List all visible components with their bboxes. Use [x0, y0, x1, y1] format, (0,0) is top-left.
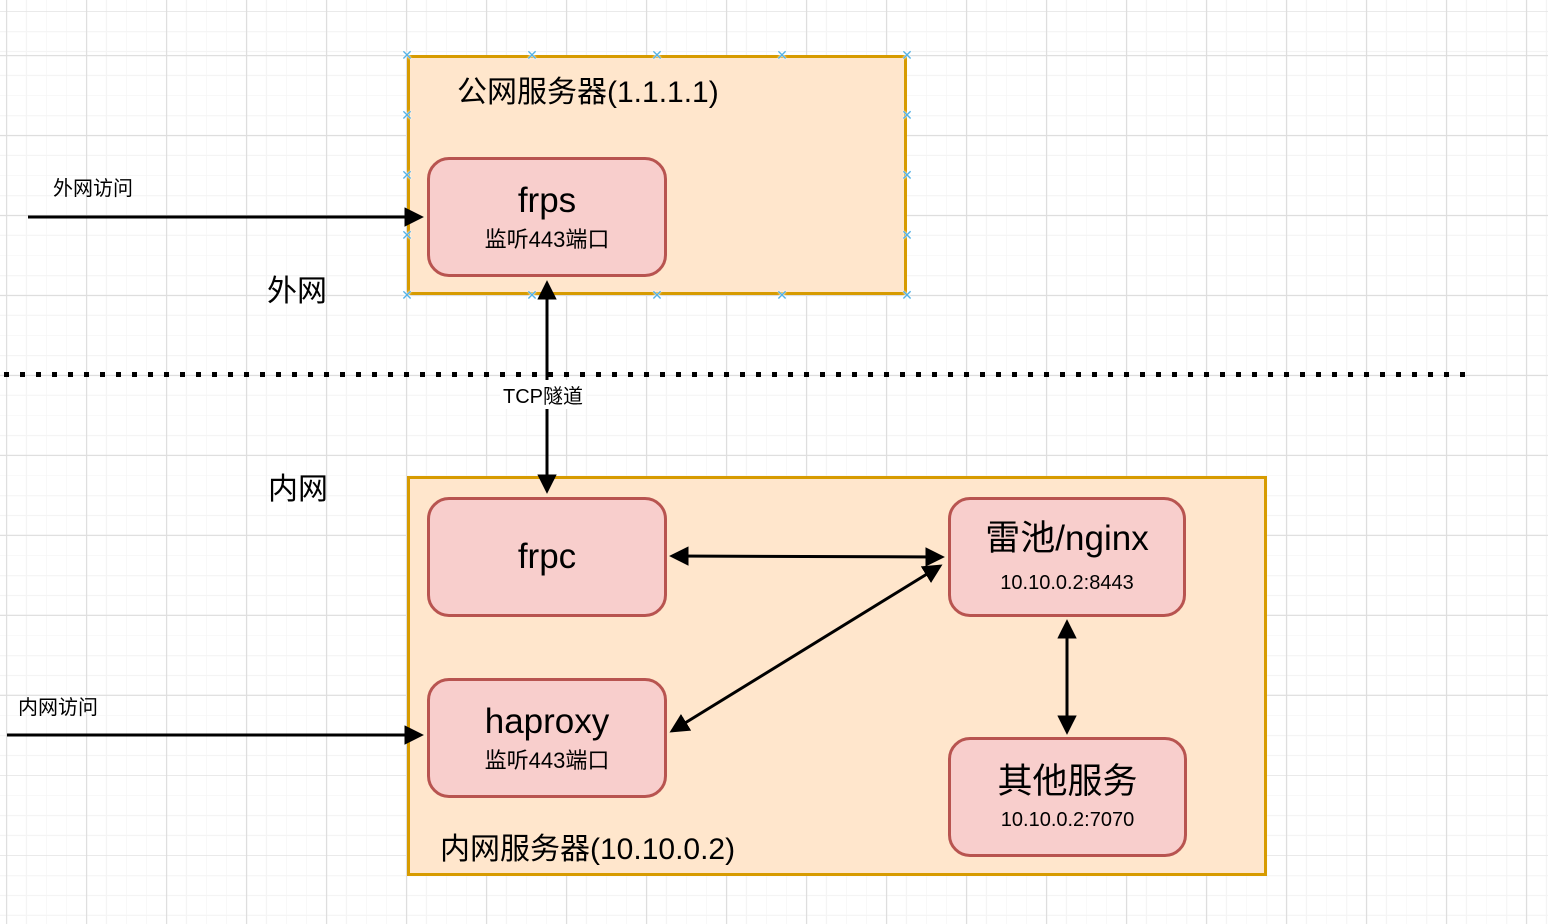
selection-handle-icon[interactable]: ✕ [901, 287, 913, 303]
arrow-haproxy-safeline[interactable] [669, 564, 943, 733]
arrow-frpc-safeline[interactable] [669, 546, 945, 567]
node-other-service[interactable]: 其他服务 10.10.0.2:7070 [948, 737, 1187, 857]
node-safeline-nginx[interactable]: 雷池/nginx 10.10.0.2:8443 [948, 497, 1186, 617]
node-frps-label: frps [517, 181, 577, 221]
node-haproxy-label: haproxy [484, 702, 610, 742]
selection-handle-icon[interactable]: ✕ [901, 167, 913, 183]
node-other-service-label: 其他服务 [997, 762, 1138, 802]
node-safeline-nginx-label: 雷池/nginx [985, 518, 1149, 558]
selection-handle-icon[interactable]: ✕ [651, 47, 663, 63]
label-tcp-tunnel[interactable]: TCP隧道 [500, 380, 586, 409]
selection-handle-icon[interactable]: ✕ [901, 227, 913, 243]
selection-handle-icon[interactable]: ✕ [526, 47, 538, 63]
label-external-access[interactable]: 外网访问 [53, 178, 133, 200]
node-frpc-label: frpc [517, 536, 577, 576]
selection-handle-icon[interactable]: ✕ [901, 47, 913, 63]
node-other-service-sublabel: 10.10.0.2:7070 [1000, 808, 1135, 831]
selection-handle-icon[interactable]: ✕ [651, 287, 663, 303]
label-zone-external[interactable]: 外网 [267, 275, 327, 308]
network-boundary-dotted-line[interactable] [4, 372, 1466, 377]
container-internal-server-title: 内网服务器(10.10.0.2) [440, 833, 736, 866]
container-public-server-title: 公网服务器(1.1.1.1) [457, 76, 719, 109]
selection-handle-icon[interactable]: ✕ [776, 287, 788, 303]
node-frps-sublabel: 监听443端口 [484, 226, 610, 252]
selection-handle-icon[interactable]: ✕ [401, 167, 413, 183]
node-safeline-nginx-sublabel: 10.10.0.2:8443 [1000, 572, 1134, 595]
node-frpc[interactable]: frpc [427, 497, 667, 617]
node-haproxy-sublabel: 监听443端口 [484, 747, 610, 773]
label-zone-internal[interactable]: 内网 [268, 473, 328, 506]
label-internal-access[interactable]: 内网访问 [18, 697, 98, 719]
selection-handle-icon[interactable]: ✕ [526, 287, 538, 303]
selection-handle-icon[interactable]: ✕ [776, 47, 788, 63]
selection-handle-icon[interactable]: ✕ [901, 107, 913, 123]
selection-handle-icon[interactable]: ✕ [401, 47, 413, 63]
selection-handle-icon[interactable]: ✕ [401, 107, 413, 123]
selection-handle-icon[interactable]: ✕ [401, 227, 413, 243]
node-haproxy[interactable]: haproxy 监听443端口 [427, 678, 667, 798]
node-frps[interactable]: frps 监听443端口 [427, 157, 667, 277]
selection-handle-icon[interactable]: ✕ [401, 287, 413, 303]
